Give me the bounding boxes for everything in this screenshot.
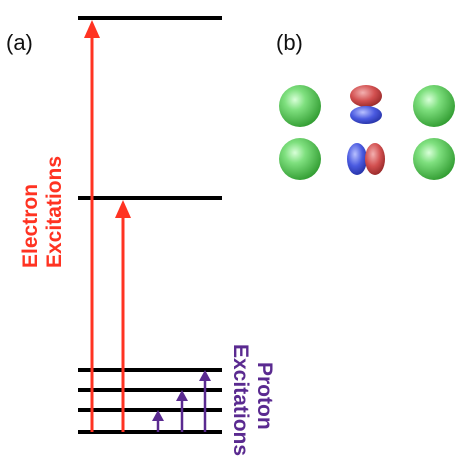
molecule-illustration [279,85,455,180]
electron-label-line2: Excitations [43,156,66,268]
electron-arrow-short-head [115,200,131,218]
orbital-bottom-red-lobe [365,143,385,175]
proton-arrow-2-head [176,390,188,401]
electron-arrow-long-head [84,20,100,38]
proton-label-line2: Excitations [229,344,252,456]
panel-b-label: (b) [276,30,303,55]
electron-arrows [84,20,131,432]
panel-a-label: (a) [6,30,33,55]
proton-label-line1: Proton [253,362,276,430]
proton-arrows [152,370,211,432]
green-sphere-top-left [279,85,321,127]
orbital-top [350,85,382,124]
green-sphere-bottom-right [413,138,455,180]
orbital-top-blue-lobe [350,106,382,124]
orbital-top-red-lobe [350,85,382,107]
orbital-bottom [347,143,385,175]
electron-excitations-label: Electron Excitations [19,156,66,268]
electron-label-line1: Electron [19,184,42,268]
green-sphere-top-right [413,85,455,127]
proton-excitations-label: Proton Excitations [229,344,276,456]
energy-levels [78,16,222,434]
green-sphere-bottom-left [279,138,321,180]
orbital-bottom-blue-lobe [347,143,367,175]
proton-arrow-1-head [152,410,164,421]
proton-arrow-3-head [199,370,211,381]
